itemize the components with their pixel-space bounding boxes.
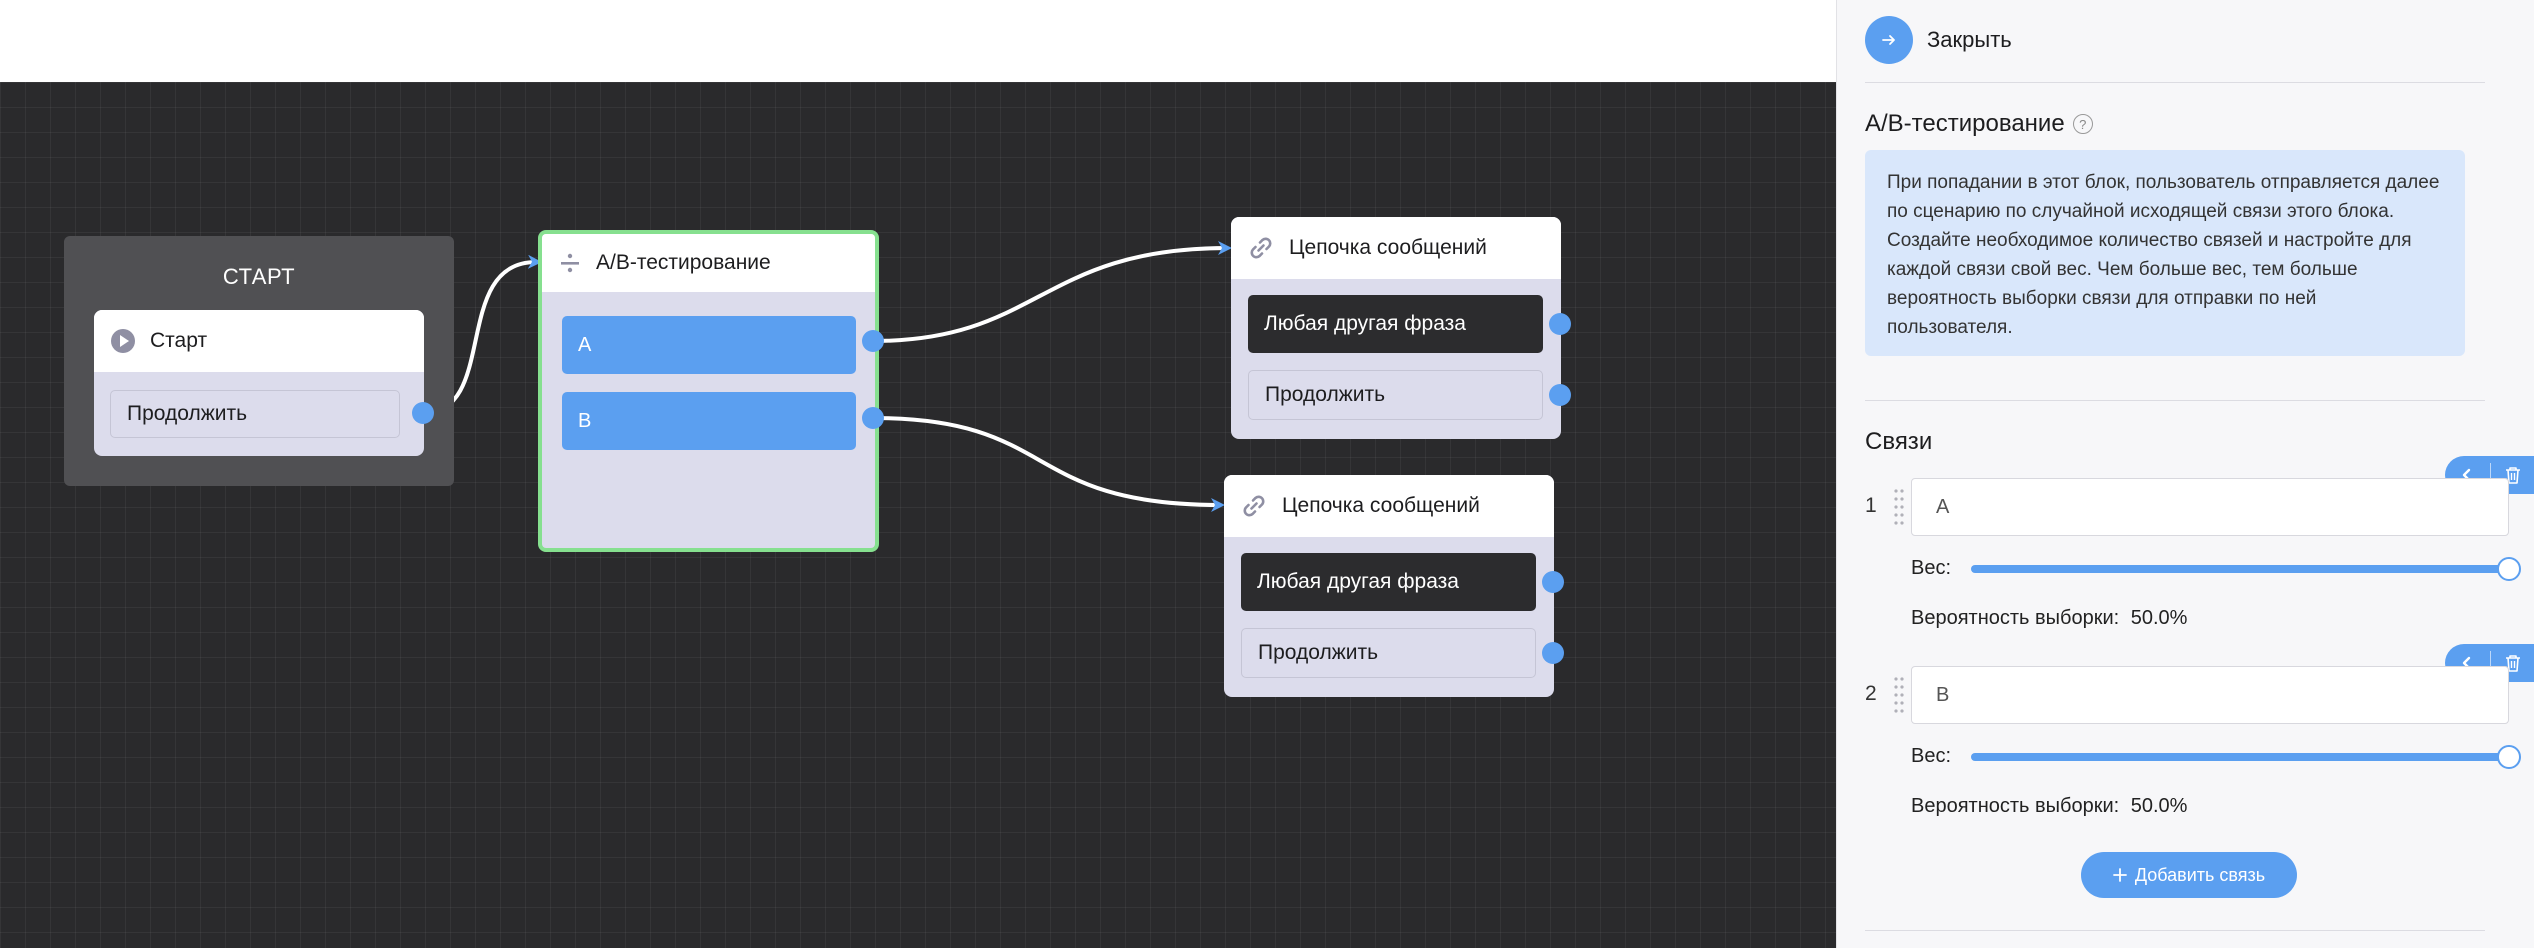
drag-handle-icon[interactable] [1893, 487, 1905, 527]
start-node[interactable]: Старт Продолжить [94, 310, 424, 456]
chain1-continue-label: Продолжить [1265, 383, 1386, 406]
pill-separator [2489, 463, 2491, 487]
connection-b-to-chain2[interactable] [872, 416, 1225, 512]
link-2-weight-slider-thumb[interactable] [2497, 745, 2521, 769]
pill-separator [2489, 651, 2491, 675]
connections-layer [422, 241, 1232, 512]
link-1-probability-label: Вероятность выборки: [1911, 607, 2120, 629]
link-2-name-input[interactable]: B [1911, 666, 2509, 724]
flow-canvas[interactable]: СТАРТ Старт Продолжить A/B-тестирование … [0, 82, 1836, 948]
close-button[interactable]: Закрыть [1865, 16, 2012, 64]
link-2-probability: Вероятность выборки: 50.0% [1911, 795, 2187, 818]
chain2-any-phrase-button[interactable]: Любая другая фраза [1241, 553, 1536, 611]
links-section-title: Связи [1865, 428, 1933, 455]
chain1-any-phrase-button[interactable]: Любая другая фраза [1248, 295, 1543, 353]
top-bar [0, 0, 1836, 82]
link-2-name: B [1936, 683, 1950, 706]
trash-icon [2505, 655, 2520, 672]
ab-node-title: A/B-тестирование [596, 251, 771, 274]
trash-icon [2505, 467, 2520, 484]
chain2-continue-label: Продолжить [1258, 641, 1379, 664]
panel-divider-top [1865, 82, 2485, 83]
link-2-probability-value: 50.0% [2130, 795, 2188, 817]
message-chain-node-1[interactable]: Цепочка сообщений Любая другая фраза Про… [1231, 217, 1561, 439]
link-icon [1243, 495, 1265, 517]
chain2-any-phrase-label: Любая другая фраза [1257, 570, 1459, 593]
link-2-index: 2 [1865, 682, 1877, 705]
link-1-weight-slider[interactable] [1971, 557, 2521, 581]
add-link-label: Добавить связь [2134, 864, 2266, 885]
chain2-header: Цепочка сообщений [1224, 475, 1554, 537]
link-1-name: A [1936, 495, 1950, 518]
arrow-right-icon [1882, 35, 1895, 45]
ab-branch-b[interactable]: B [562, 392, 856, 450]
ab-node-header: A/B-тестирование [542, 234, 875, 292]
start-node-title: Старт [150, 329, 208, 352]
start-continue-label: Продолжить [127, 402, 248, 425]
link-1-probability: Вероятность выборки: 50.0% [1911, 607, 2187, 630]
panel-title: А/В-тестирование ? [1865, 110, 2093, 138]
chain1-header: Цепочка сообщений [1231, 217, 1561, 279]
divide-icon [561, 253, 579, 273]
chain1-continue-button[interactable]: Продолжить [1248, 370, 1543, 420]
close-circle [1865, 16, 1913, 64]
chain2-title: Цепочка сообщений [1282, 494, 1480, 517]
chain1-any-phrase-port[interactable] [1549, 313, 1571, 335]
start-node-header: Старт [94, 310, 424, 372]
panel-title-text: А/В-тестирование [1865, 110, 2065, 137]
properties-panel: Закрыть А/В-тестирование ? При попадании… [1836, 0, 2534, 948]
ab-test-node[interactable]: A/B-тестирование A B [538, 230, 879, 552]
link-2-probability-label: Вероятность выборки: [1911, 795, 2120, 817]
link-1-index: 1 [1865, 494, 1877, 517]
close-label: Закрыть [1927, 27, 2012, 52]
link-1-name-input[interactable]: A [1911, 478, 2509, 536]
chain1-any-phrase-label: Любая другая фраза [1264, 312, 1466, 335]
panel-divider-bottom [1865, 930, 2485, 931]
play-icon [111, 329, 135, 353]
link-2-weight-slider[interactable] [1971, 745, 2521, 769]
link-1-weight-slider-thumb[interactable] [2497, 557, 2521, 581]
start-continue-button[interactable]: Продолжить [110, 390, 400, 438]
link-1-weight-label: Вес: [1911, 557, 1952, 579]
drag-handle-icon[interactable] [1893, 675, 1905, 715]
description-box: При попадании в этот блок, пользователь … [1865, 150, 2465, 356]
ab-branch-b-label: B [578, 409, 592, 432]
delete-button[interactable] [2490, 456, 2534, 494]
ab-branch-a-port[interactable] [862, 330, 884, 352]
ab-branch-a[interactable]: A [562, 316, 856, 374]
chain1-continue-port[interactable] [1549, 384, 1571, 406]
connection-a-to-chain1[interactable] [872, 241, 1232, 343]
chain2-continue-port[interactable] [1542, 642, 1564, 664]
add-link-button[interactable]: Добавить связь [2081, 852, 2297, 898]
help-icon[interactable]: ? [2072, 114, 2093, 134]
delete-button[interactable] [2490, 644, 2534, 682]
message-chain-node-2[interactable]: Цепочка сообщений Любая другая фраза Про… [1224, 475, 1554, 697]
chain1-title: Цепочка сообщений [1289, 236, 1487, 259]
panel-divider-middle [1865, 400, 2485, 401]
link-2-weight-label: Вес: [1911, 745, 1952, 767]
link-1-probability-value: 50.0% [2130, 607, 2188, 629]
start-continue-port[interactable] [412, 402, 434, 424]
start-group-title: СТАРТ [222, 264, 296, 289]
ab-branch-b-port[interactable] [862, 407, 884, 429]
plus-icon [2112, 868, 2127, 882]
ab-branch-a-label: A [578, 333, 592, 356]
chain2-any-phrase-port[interactable] [1542, 571, 1564, 593]
chain2-continue-button[interactable]: Продолжить [1241, 628, 1536, 678]
link-icon [1250, 237, 1272, 259]
